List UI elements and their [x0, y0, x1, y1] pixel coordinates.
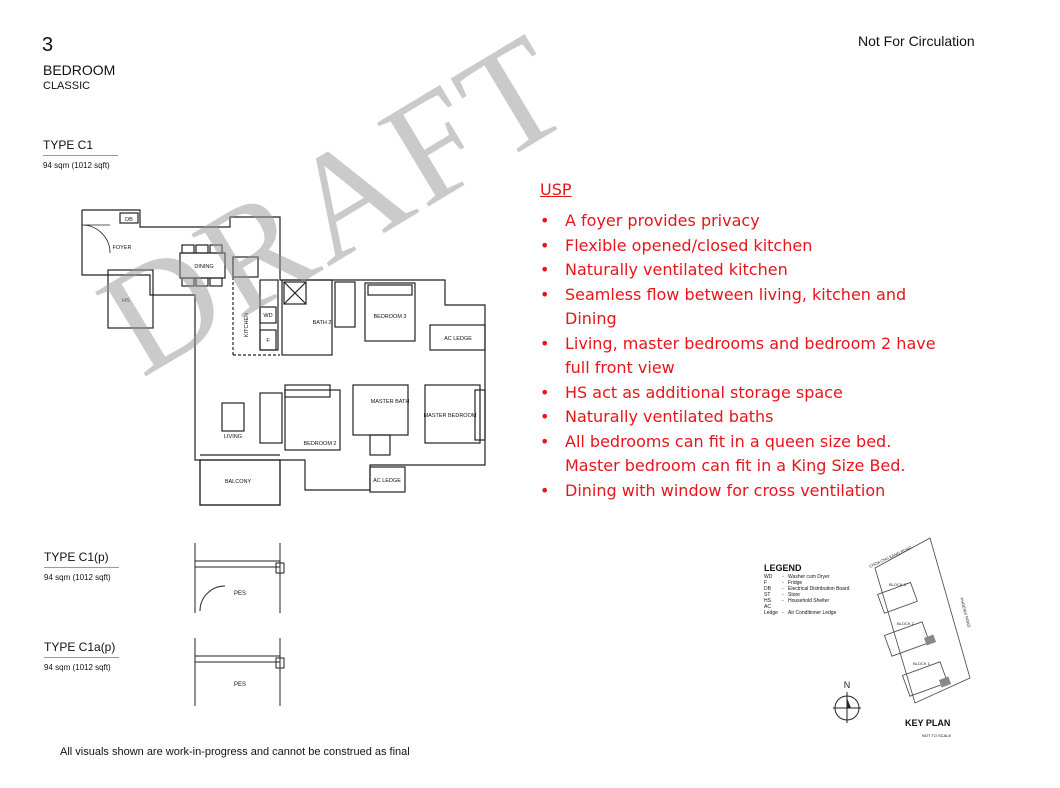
label-foyer: FOYER	[113, 245, 132, 251]
usp-item: HS act as additional storage space	[540, 381, 945, 406]
label-pes: PES	[234, 591, 246, 597]
floor-plan-c1p: PES	[194, 543, 285, 613]
label-ac-ledge2: AC LEDGE	[373, 478, 401, 484]
usp-item: Dining with window for cross ventilation	[540, 479, 945, 504]
usp-list: A foyer provides privacy Flexible opened…	[540, 209, 945, 503]
label-living: LIVING	[224, 434, 242, 440]
label-pes: PES	[234, 682, 246, 688]
type-name: TYPE C1	[43, 138, 94, 152]
usp-item: A foyer provides privacy	[540, 209, 945, 234]
type-area: 94 sqm (1012 sqft)	[44, 573, 111, 582]
north-label: N	[844, 680, 851, 690]
legend-row: AC Ledge-Air Conditioner Ledge	[764, 604, 837, 616]
usp-item: Naturally ventilated kitchen	[540, 258, 945, 283]
floor-plan-c1: DB FOYER DINING HS KITCHEN WD F BATH 2 B…	[81, 209, 486, 506]
legend: LEGEND WD-Washer cum Dryer F-Fridge DB-E…	[764, 563, 850, 617]
label-wd: WD	[263, 313, 272, 319]
type-c1p-label: TYPE C1(p) 94 sqm (1012 sqft)	[44, 550, 119, 582]
block-label: BLOCK 1	[913, 661, 931, 666]
label-master-bedroom: MASTER BEDROOM	[424, 413, 477, 419]
key-plan: CHOA CHU KANG ROAD PHOENIX ROAD BLOCK 3 …	[833, 537, 972, 723]
legend-row: WD-Washer cum Dryer	[764, 574, 830, 580]
label-hs: HS	[122, 298, 130, 304]
legend-desc: Household Shelter	[788, 598, 830, 604]
type-c1-label: TYPE C1 94 sqm (1012 sqft)	[43, 138, 118, 170]
block-label: BLOCK 3	[889, 582, 907, 587]
type-c1ap-label: TYPE C1a(p) 94 sqm (1012 sqft)	[44, 640, 119, 672]
label-f: F	[266, 338, 270, 344]
disclaimer-footer: All visuals shown are work-in-progress a…	[60, 746, 410, 758]
floor-plan-c1ap: PES	[194, 638, 285, 706]
type-area: 94 sqm (1012 sqft)	[43, 161, 110, 170]
usp-item: Flexible opened/closed kitchen	[540, 234, 945, 259]
legend-desc: Air Conditioner Ledge	[788, 610, 837, 616]
type-name: TYPE C1a(p)	[44, 640, 116, 654]
usp-item: All bedrooms can fit in a queen size bed…	[540, 430, 945, 479]
road-label: CHOA CHU KANG ROAD	[868, 545, 912, 569]
page-number: 3	[42, 34, 54, 56]
legend-row: F-Fridge	[764, 580, 803, 586]
north-arrow-icon	[833, 692, 861, 723]
key-plan-subtitle: NOT TO SCALE	[922, 733, 952, 738]
type-rule	[44, 567, 119, 568]
type-area: 94 sqm (1012 sqft)	[44, 663, 111, 672]
label-dining: DINING	[194, 264, 213, 270]
key-plan-title: KEY PLAN	[905, 718, 951, 728]
label-bedroom3: BEDROOM 3	[373, 314, 406, 320]
legend-key: DB	[764, 586, 771, 592]
block-label: BLOCK 2	[897, 621, 915, 626]
label-master-bath: MASTER BATH	[371, 399, 410, 405]
type-rule	[43, 155, 118, 156]
legend-key: WD	[764, 574, 773, 580]
not-for-circulation: Not For Circulation	[858, 33, 975, 49]
usp-title: USP	[540, 180, 572, 199]
usp-item: Naturally ventilated baths	[540, 405, 945, 430]
label-db: DB	[125, 217, 133, 223]
legend-key: F	[764, 580, 768, 586]
usp-item: Living, master bedrooms and bedroom 2 ha…	[540, 332, 945, 381]
label-ac-ledge: AC LEDGE	[444, 336, 472, 342]
bedroom-heading: BEDROOM	[43, 62, 116, 78]
legend-title: LEGEND	[764, 563, 802, 573]
legend-key: ST	[764, 592, 771, 598]
classic-subheading: CLASSIC	[43, 80, 91, 92]
type-rule	[44, 657, 119, 658]
usp-section: USP A foyer provides privacy Flexible op…	[540, 180, 945, 503]
usp-item: Seamless flow between living, kitchen an…	[540, 283, 945, 332]
legend-desc: Store	[788, 592, 800, 598]
type-name: TYPE C1(p)	[44, 550, 109, 564]
label-kitchen: KITCHEN	[244, 313, 250, 337]
label-bedroom2: BEDROOM 2	[303, 441, 336, 447]
legend-key: AC Ledge	[764, 604, 778, 616]
label-bath2: BATH 2	[313, 320, 332, 326]
legend-row: HS-Household Shelter	[764, 598, 830, 604]
label-balcony: BALCONY	[225, 479, 252, 485]
legend-desc: Electrical Distribution Board	[788, 586, 850, 592]
road-label: PHOENIX ROAD	[959, 597, 972, 628]
legend-row: ST-Store	[764, 592, 800, 598]
legend-row: DB-Electrical Distribution Board	[764, 586, 850, 592]
legend-desc: Washer cum Dryer	[788, 574, 830, 580]
legend-desc: Fridge	[788, 580, 803, 586]
legend-key: HS	[764, 598, 771, 604]
